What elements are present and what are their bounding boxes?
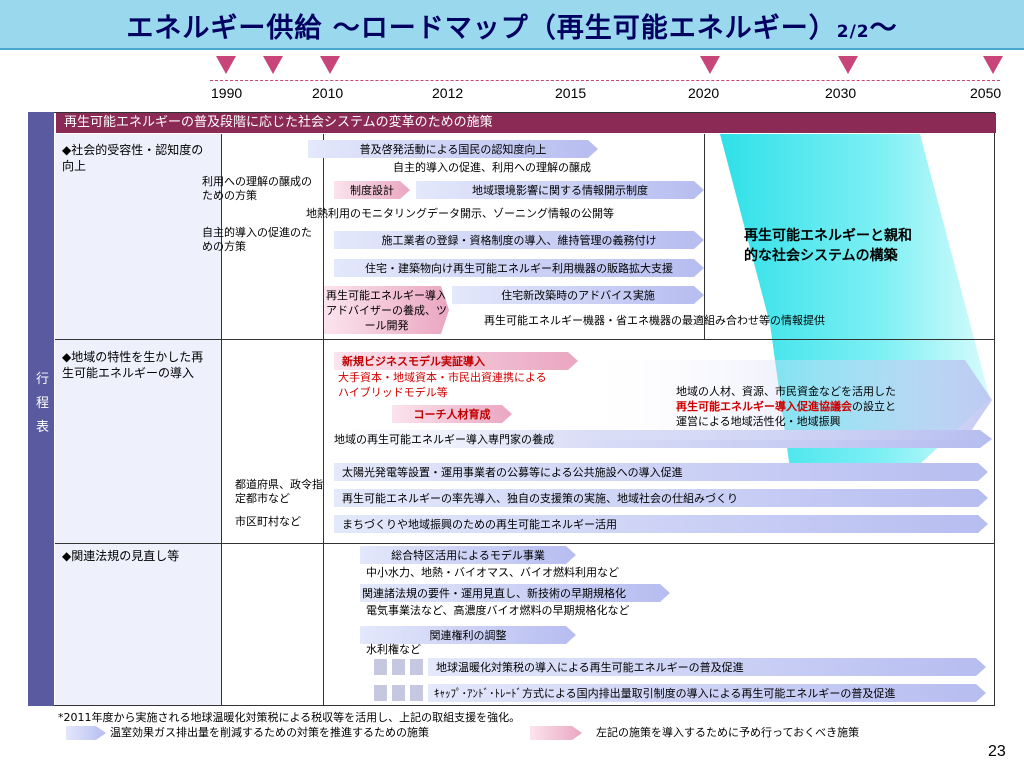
regional-big-arrow-shape bbox=[570, 360, 992, 440]
sub-label-municipalities: 市区町村など bbox=[235, 515, 301, 528]
legend-blue-swatch bbox=[66, 726, 106, 740]
left-column-label: 行程表 bbox=[36, 372, 50, 435]
category-social-acceptance: ◆社会的受容性・認知度の向上 bbox=[62, 143, 204, 173]
divider-1990 bbox=[221, 134, 222, 705]
text-electricity-act: 電気事業法など、高濃度バイオ燃料の早期規格化など bbox=[366, 604, 630, 617]
year-label: 2030 bbox=[825, 85, 857, 101]
timeline-marker-icon bbox=[263, 56, 283, 74]
arrow-advisor-training: 再生可能エネルギー導入アドバイザーの養成、ツール開発 bbox=[324, 286, 449, 334]
arrow-town-development: まちづくりや地域振興のための再生可能エネルギー活用 bbox=[334, 515, 988, 533]
text-geothermal-monitoring: 地熱利用のモニタリングデータ開示、ゾーニング情報の公開等 bbox=[306, 207, 614, 220]
arrow-carbon-tax: 地球温暖化対策税の導入による再生可能エネルギーの普及促進 bbox=[428, 658, 986, 676]
sub-label-voluntary: 自主的導入の促進のための方策 bbox=[202, 226, 312, 253]
section-header: 再生可能エネルギーの普及段階に応じた社会システムの変革のための施策 bbox=[56, 113, 996, 133]
text-regional-resources: 地域の人材、資源、市民資金などを活用した bbox=[676, 385, 896, 398]
year-label: 2010 bbox=[312, 85, 344, 101]
year-label: 2015 bbox=[555, 85, 587, 101]
dash-block bbox=[374, 659, 387, 675]
arrow-coach-training: コーチ人材育成 bbox=[392, 405, 512, 423]
page-title: エネルギー供給 ～ロードマップ（再生可能エネルギー）2/2～ bbox=[126, 13, 898, 44]
text-small-hydro: 中小水力、地熱・バイオマス、バイオ燃料利用など bbox=[366, 566, 619, 579]
year-label: 1990 bbox=[211, 85, 243, 101]
legend-pink-label: 左記の施策を導入するために予め行っておくべき施策 bbox=[596, 726, 860, 739]
timeline-marker-icon bbox=[838, 56, 858, 74]
category-column bbox=[55, 134, 221, 705]
dash-block bbox=[410, 659, 423, 675]
timeline-marker-icon bbox=[983, 56, 1003, 74]
timeline-marker-icon bbox=[216, 56, 236, 74]
text-hybrid-model: ハイブリッドモデル等 bbox=[338, 386, 448, 399]
arrow-contractor-registration: 施工業者の登録・資格制度の導入、維持管理の義務付け bbox=[334, 231, 704, 249]
legend-blue-label: 温室効果ガス排出量を削減するための対策を推進するための施策 bbox=[110, 726, 429, 739]
timeline-marker-icon bbox=[700, 56, 720, 74]
timeline-line bbox=[210, 80, 1000, 82]
arrow-sales-support: 住宅・建築物向け再生可能エネルギー利用機器の販路拡大支援 bbox=[334, 259, 704, 277]
row-divider bbox=[55, 339, 995, 340]
year-label: 2012 bbox=[432, 85, 464, 101]
arrow-awareness: 普及啓発活動による国民の認知度向上 bbox=[308, 140, 598, 158]
arrow-solar-public: 太陽光発電等設置・運用事業者の公募等による公共施設への導入促進 bbox=[334, 463, 988, 481]
divider-2010 bbox=[323, 134, 324, 705]
text-info-provision: 再生可能エネルギー機器・省エネ機器の最適組み合わせ等の情報提供 bbox=[484, 314, 825, 327]
arrow-rights-adjustment: 関連権利の調整 bbox=[360, 626, 576, 644]
text-regional-revitalization: 運営による地域活性化・地域振興 bbox=[676, 415, 841, 428]
dash-block bbox=[392, 685, 405, 701]
arrow-new-business-model: 新規ビジネスモデル実証導入 bbox=[334, 352, 578, 370]
sub-label-prefectures: 都道府県、政令指定都市など bbox=[235, 478, 323, 505]
arrow-local-support: 再生可能エネルギーの率先導入、独自の支援策の実施、地域社会の仕組みづくり bbox=[334, 489, 988, 507]
text-capital-alliance: 大手資本・地域資本・市民出資連携による bbox=[338, 371, 547, 384]
sub-label-understanding: 利用への理解の醸成のための方策 bbox=[202, 175, 312, 202]
text-water-rights: 水利権など bbox=[366, 643, 421, 656]
dash-block bbox=[392, 659, 405, 675]
legend-pink-swatch bbox=[530, 726, 582, 740]
year-label: 2020 bbox=[688, 85, 720, 101]
page-number: 23 bbox=[988, 743, 1006, 760]
text-council: 再生可能エネルギー導入促進協議会の設立と bbox=[676, 400, 896, 413]
goal-text: 再生可能エネルギーと親和的な社会システムの構築 bbox=[744, 228, 912, 264]
left-column bbox=[28, 112, 54, 706]
divider-2020 bbox=[704, 134, 705, 339]
arrow-regulation-review: 関連諸法規の要件・運用見直し、新技術の早期規格化 bbox=[360, 584, 670, 602]
year-label: 2050 bbox=[970, 85, 1002, 101]
footnote: *2011年度から実施される地球温暖化対策税による税収等を活用し、上記の取組支援… bbox=[58, 711, 521, 724]
category-regional: ◆地域の特性を生かした再生可能エネルギーの導入 bbox=[62, 350, 204, 380]
dash-block bbox=[374, 685, 387, 701]
arrow-system-design: 制度設計 bbox=[334, 181, 410, 199]
category-legal: ◆関連法規の見直し等 bbox=[62, 549, 180, 563]
dash-block bbox=[410, 685, 423, 701]
arrow-advice: 住宅新改築時のアドバイス実施 bbox=[452, 286, 704, 304]
timeline-marker-icon bbox=[320, 56, 340, 74]
arrow-special-zone: 総合特区活用によるモデル事業 bbox=[360, 546, 576, 564]
title-bar bbox=[0, 0, 1024, 50]
text-voluntary-promotion: 自主的導入の促進、利用への理解の醸成 bbox=[393, 161, 591, 174]
arrow-cap-and-trade: ｷｬｯﾌﾟ･ｱﾝﾄﾞ･ﾄﾚｰﾄﾞ方式による国内排出量取引制度の導入による再生可能… bbox=[428, 684, 986, 702]
row-divider bbox=[55, 543, 995, 544]
arrow-disclosure: 地域環境影響に関する情報開示制度 bbox=[416, 181, 704, 199]
